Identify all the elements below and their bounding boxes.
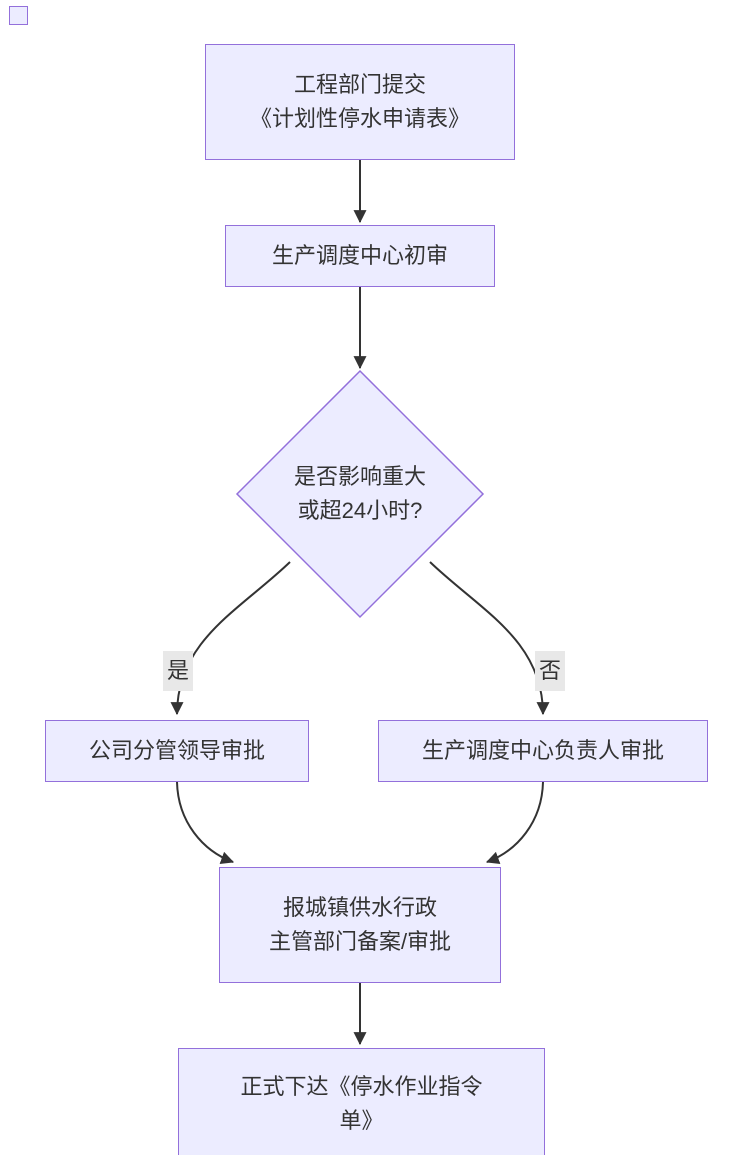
decision-line1: 是否影响重大: [293, 464, 426, 489]
node-submit-line2: 《计划性停水申请表》: [249, 106, 470, 131]
node-gov-filing-line1: 报城镇供水行政: [282, 895, 437, 920]
node-submit-line1: 工程部门提交: [293, 72, 426, 97]
node-issue-order-line2: 单》: [339, 1108, 384, 1133]
decision-line2: 或超24小时?: [297, 498, 423, 523]
node-center-head-approval-label: 生产调度中心负责人审批: [421, 738, 664, 763]
node-leader-approval[interactable]: 公司分管领导审批: [45, 720, 309, 782]
node-submit-application[interactable]: 工程部门提交 《计划性停水申请表》: [205, 44, 515, 160]
edge-label-no: 否: [534, 651, 566, 691]
node-issue-order[interactable]: 正式下达《停水作业指令 单》: [178, 1048, 545, 1155]
decision-diamond-shape: [235, 369, 485, 619]
edge-leader-to-gov: [176, 781, 235, 864]
edge-label-yes: 是: [162, 651, 194, 691]
node-initial-review[interactable]: 生产调度中心初审: [225, 225, 495, 287]
node-issue-order-line1: 正式下达《停水作业指令: [240, 1074, 483, 1099]
corner-mini-node: [9, 6, 28, 25]
edge-centerhead-to-gov: [485, 781, 544, 864]
node-decision-diamond[interactable]: 是否影响重大 或超24小时?: [235, 369, 485, 619]
decision-text: 是否影响重大 或超24小时?: [235, 369, 485, 619]
node-center-head-approval[interactable]: 生产调度中心负责人审批: [378, 720, 708, 782]
node-leader-approval-label: 公司分管领导审批: [88, 738, 265, 763]
node-gov-filing[interactable]: 报城镇供水行政 主管部门备案/审批: [219, 867, 501, 983]
node-gov-filing-line2: 主管部门备案/审批: [268, 929, 452, 954]
node-initial-review-label: 生产调度中心初审: [271, 243, 448, 268]
